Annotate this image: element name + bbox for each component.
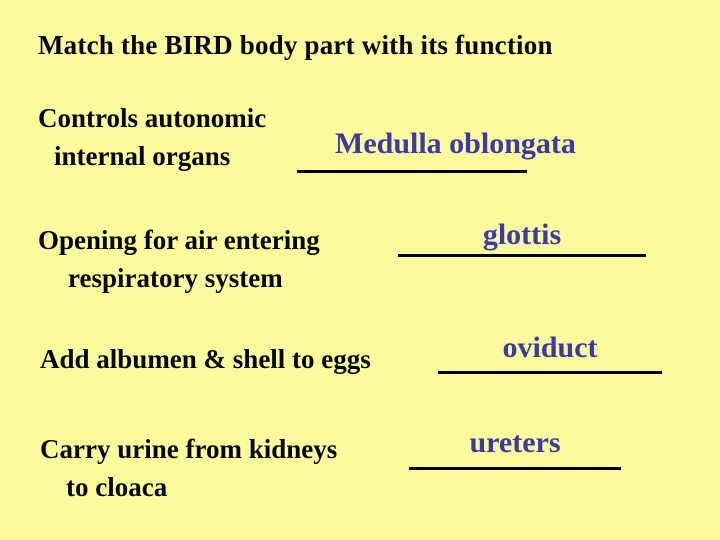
question-item: Controls autonomic internal organs [38,99,266,175]
question-item: Add albumen & shell to eggs [40,340,371,378]
answer-blank-line [297,170,527,173]
question-line2: respiratory system [68,263,283,293]
answer-blank-line [398,254,646,257]
answer-text: ureters [469,426,561,459]
question-line2: to cloaca [66,472,168,502]
slide-title: Match the BIRD body part with its functi… [38,30,553,60]
answer-text: glottis [482,218,562,251]
answer-blank-line [438,371,662,374]
question-line1: Opening for air entering [38,225,320,255]
answer-text: oviduct [502,331,598,364]
question-line1: Controls autonomic [38,103,267,133]
question-line1: Carry urine from kidneys [40,434,338,464]
question-item: Opening for air entering respiratory sys… [38,221,320,297]
question-line2: internal organs [54,141,231,171]
answer-blank-line [409,467,621,470]
question-item: Carry urine from kidneys to cloaca [40,430,337,506]
answer-text: Medulla oblongata [335,127,576,160]
question-line1: Add albumen & shell to eggs [40,344,371,374]
